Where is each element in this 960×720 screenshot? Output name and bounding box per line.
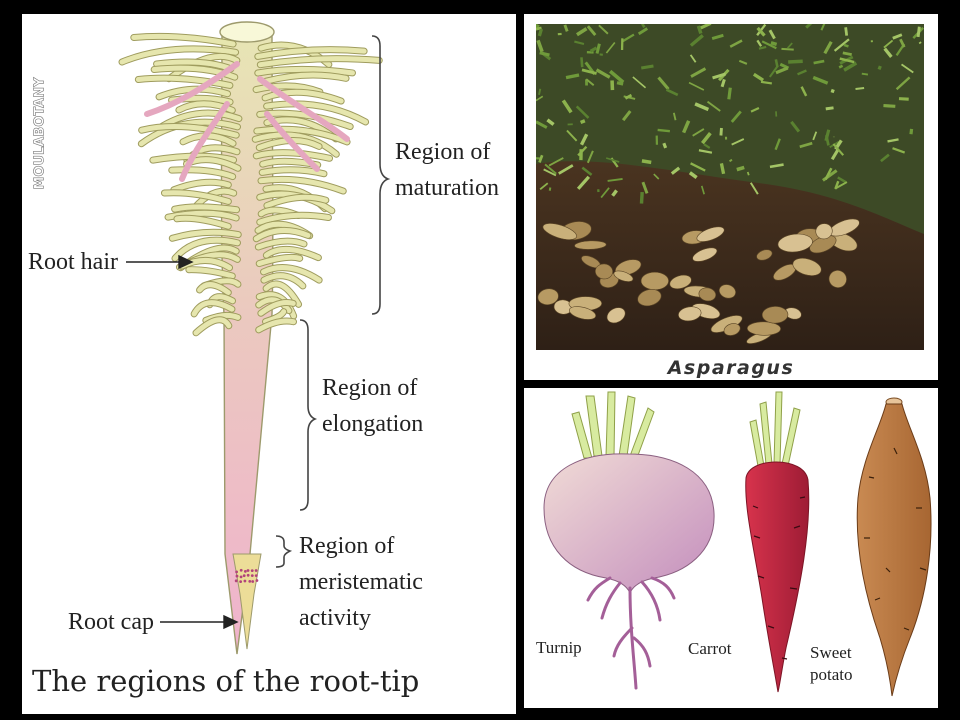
root-tip-illustration [118,21,391,655]
label-root-hair: Root hair [28,249,118,275]
label-turnip: Turnip [536,638,582,657]
label-region-of-maturation: Region of maturation [395,139,499,201]
label-region-of-meristematic-activity: Region of meristematic activity [299,533,423,631]
photo-caption-asparagus: Asparagus [667,357,795,379]
label-sweet-potato: Sweet potato [810,643,853,684]
asparagus-foliage [536,24,924,204]
soil [536,161,924,350]
asparagus-photo-panel: Asparagus [524,14,938,380]
meristem-dots [234,568,259,584]
turnip-illustration [543,391,715,690]
label-carrot: Carrot [688,639,732,658]
label-region-of-elongation: Region of elongation [322,375,424,437]
root-hairs [118,32,383,337]
root-tip-diagram-panel: MOULABOTANY [22,14,516,714]
modified-roots-panel: Turnip Carrot Sweet potato [524,388,938,708]
root-top-section [219,21,275,43]
pointer-arrows [126,254,239,630]
carrot-illustration [745,391,810,693]
asparagus-photo [536,24,924,350]
figure-caption: The regions of the root-tip [32,664,420,698]
region-braces [275,35,391,568]
asparagus-tubers [537,218,860,344]
pink-root-hairs [144,61,350,182]
modified-roots-illustration [543,391,932,697]
sweet-potato-illustration [856,397,932,697]
label-root-cap: Root cap [68,609,154,635]
